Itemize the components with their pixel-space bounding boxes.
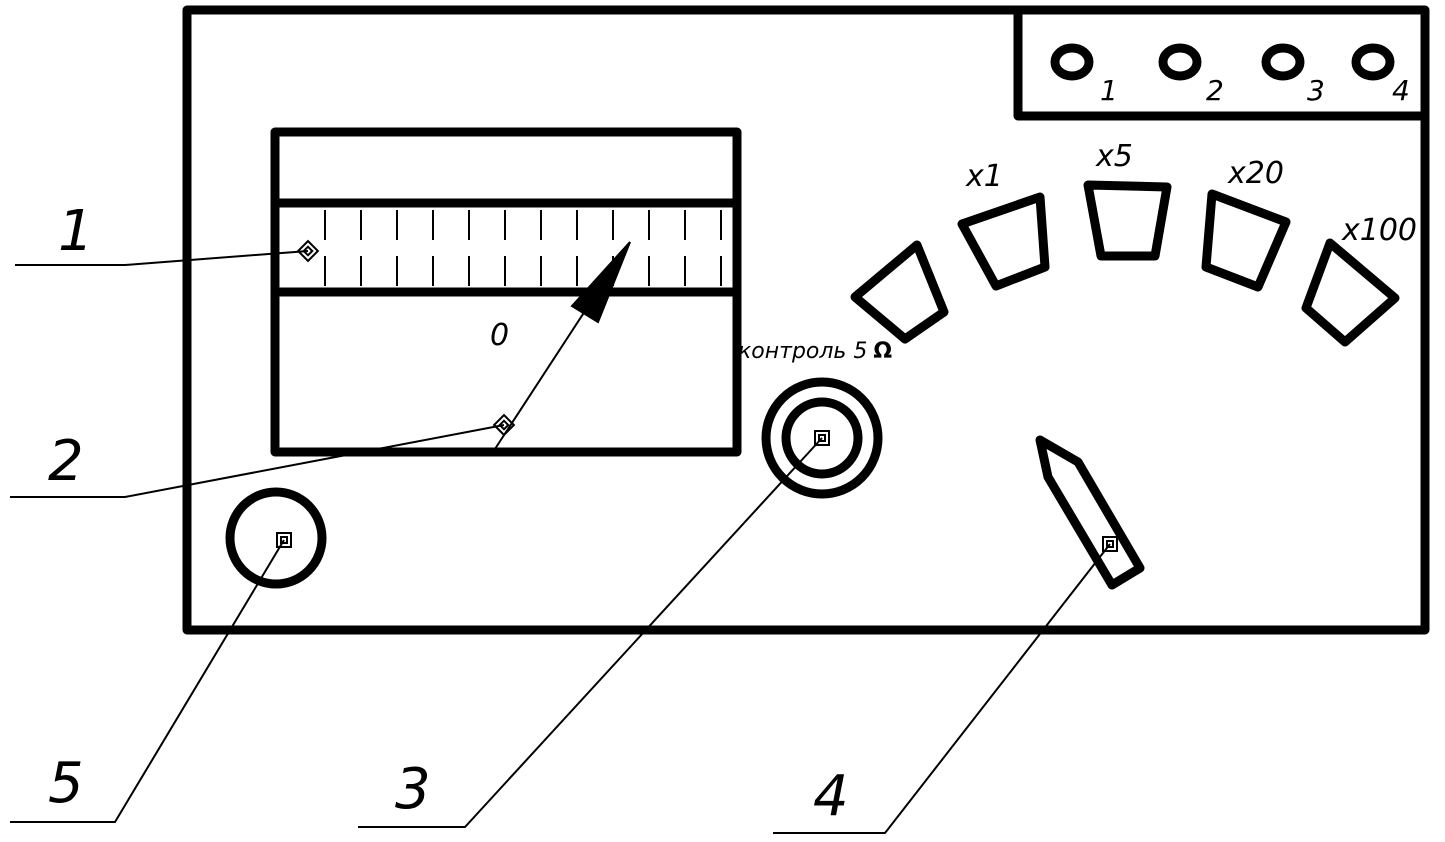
range-position-x20[interactable] [1201,189,1291,292]
callout-2: 2 [48,429,84,494]
terminal-block-border [1013,7,1428,121]
range-label-x100: x100 [1341,213,1417,248]
front-panel [182,5,1430,635]
meter: 0 [270,127,742,457]
range-position-x1[interactable] [957,192,1050,291]
scale-zero-label: 0 [490,318,509,353]
marker-1 [296,239,320,263]
range-position-x100[interactable] [1301,238,1400,347]
terminal-4[interactable] [1351,43,1395,81]
terminal-4-label: 4 [1392,74,1410,107]
terminal-3-label: 3 [1307,74,1325,107]
terminal-1-label: 1 [1100,74,1118,107]
callout-5: 5 [48,751,84,816]
leader-2 [10,424,505,498]
range-label-x5: x5 [1095,139,1133,174]
knob-outer-ring [761,377,883,499]
marker-3-inner [818,434,826,442]
terminal-1[interactable] [1050,43,1094,81]
range-position-blank[interactable] [850,240,949,344]
leader-lines [10,250,1111,834]
marker-2 [492,413,516,437]
corrector-ring [225,487,327,589]
range-position-x5[interactable] [1083,180,1172,261]
marker-4-inner [1106,540,1114,548]
marker-5-inner [280,536,288,544]
control-label-text: контроль 5 [738,339,867,364]
mechanical-corrector[interactable] [225,487,327,589]
range-selector: x1 x5 x20 x100 [850,139,1417,347]
scale-ticks [324,210,722,286]
terminal-2-label: 2 [1206,74,1224,107]
marker-5 [276,532,292,548]
range-label-x1: x1 [965,159,1003,194]
range-label-x20: x20 [1227,156,1284,191]
leader-4 [773,543,1111,834]
ohm-symbol: Ω [873,339,892,364]
needle-tip [570,241,631,324]
leader-1 [15,250,309,266]
callout-3: 3 [395,757,431,822]
range-switch-pointer[interactable] [1035,435,1145,590]
zero-adjust-knob[interactable] [761,377,883,499]
knob-inner-ring [781,397,863,479]
callout-1: 1 [58,199,94,264]
pointer-shape [1035,435,1145,590]
leader-5 [10,539,285,823]
terminal-2[interactable] [1158,43,1202,81]
marker-3 [814,430,830,446]
terminal-block: 1 2 3 4 [1013,7,1428,121]
leader-3 [358,437,823,828]
callout-numbers: 1 2 3 4 5 [48,199,849,829]
terminal-3[interactable] [1261,43,1305,81]
callout-4: 4 [813,764,849,829]
marker-4 [1102,536,1118,552]
